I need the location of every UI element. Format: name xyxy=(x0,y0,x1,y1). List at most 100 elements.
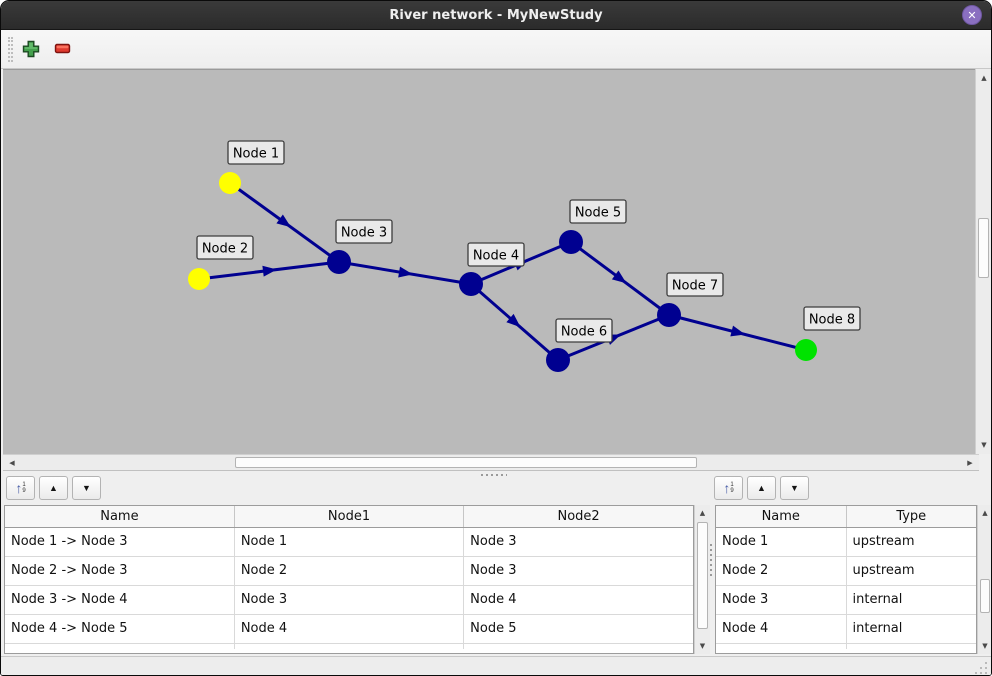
table-cell[interactable]: Node 3 xyxy=(463,527,693,557)
table-cell[interactable]: Node 4 xyxy=(463,585,693,615)
node-circle[interactable] xyxy=(657,303,681,327)
panel-splitter-handle[interactable] xyxy=(481,474,507,476)
lower-panel: ↑ 1 9 ▲ ▼ ↑ 1 9 xyxy=(1,471,991,675)
node-circle[interactable] xyxy=(546,348,570,372)
node-circle[interactable] xyxy=(188,268,210,290)
column-header[interactable]: Name xyxy=(716,506,847,528)
table-cell[interactable]: Node 1 -> Node 3 xyxy=(5,527,235,557)
close-button[interactable]: ✕ xyxy=(962,5,982,25)
move-link-up-button[interactable]: ▲ xyxy=(39,476,68,500)
vertical-scroll-thumb[interactable] xyxy=(978,218,989,278)
edge-arrow-icon xyxy=(276,214,291,228)
node-label-box[interactable] xyxy=(569,199,627,224)
node-label-box[interactable] xyxy=(335,219,393,244)
table-cell[interactable]: Node 5 xyxy=(463,614,693,644)
scroll-right-button[interactable]: ▶ xyxy=(963,455,977,470)
canvas-horizontal-scrollbar[interactable]: ◀ ▶ xyxy=(3,454,979,471)
node-circle[interactable] xyxy=(459,272,483,296)
node-label-box[interactable] xyxy=(803,306,861,331)
table-cell[interactable]: Node 2 xyxy=(234,556,465,586)
links-table-toolbar: ↑ 1 9 ▲ ▼ xyxy=(6,476,101,500)
titlebar[interactable]: River network - MyNewStudy ✕ xyxy=(1,1,991,30)
table-cell[interactable]: Node 4 xyxy=(716,614,847,644)
scroll-up-icon: ▲ xyxy=(981,74,987,82)
table-cell[interactable]: Node 4 xyxy=(234,614,465,644)
nodes-table-toolbar: ↑ 1 9 ▲ ▼ xyxy=(714,476,809,500)
canvas-vertical-scrollbar[interactable]: ▲ ▼ xyxy=(975,69,991,454)
add-node-button[interactable] xyxy=(20,37,42,61)
nodes-table-scrollbar[interactable]: ▲ ▼ xyxy=(977,505,991,654)
table-splitter-handle[interactable] xyxy=(710,544,712,576)
vertical-scroll-thumb[interactable] xyxy=(697,522,708,629)
resize-grip[interactable] xyxy=(973,662,987,674)
sort-digits: 1 9 xyxy=(730,482,733,494)
scroll-up-icon: ▲ xyxy=(699,509,706,517)
vertical-scroll-thumb[interactable] xyxy=(980,579,990,613)
remove-node-button[interactable] xyxy=(52,37,74,61)
sort-digit-top: 1 xyxy=(22,482,26,488)
table-cell[interactable]: upstream xyxy=(846,556,976,586)
table-filler-row xyxy=(5,643,693,649)
node-circle[interactable] xyxy=(795,339,817,361)
node-label-box[interactable] xyxy=(227,140,285,165)
sort-digits: 1 9 xyxy=(22,482,25,494)
table-cell[interactable]: Node 3 xyxy=(463,556,693,586)
column-header[interactable]: Node1 xyxy=(234,506,465,528)
node-label-box[interactable] xyxy=(555,318,613,343)
sort-nodes-button[interactable]: ↑ 1 9 xyxy=(714,476,743,500)
move-node-down-button[interactable]: ▼ xyxy=(780,476,809,500)
table-cell[interactable]: Node 2 -> Node 3 xyxy=(5,556,235,586)
scroll-up-button[interactable]: ▲ xyxy=(695,507,710,519)
node-label-box[interactable] xyxy=(666,272,724,297)
table-cell[interactable]: Node 1 xyxy=(234,527,465,557)
toolbar-drag-handle[interactable] xyxy=(8,37,13,62)
scroll-left-icon: ◀ xyxy=(9,458,15,467)
node-label: Node 4 xyxy=(473,249,519,264)
table-cell[interactable]: Node 3 xyxy=(234,585,465,615)
node-label: Node 6 xyxy=(561,325,607,340)
table-cell[interactable]: upstream xyxy=(846,527,976,557)
node-circle[interactable] xyxy=(219,172,241,194)
table-cell[interactable]: Node 3 xyxy=(716,585,847,615)
scroll-down-button[interactable]: ▼ xyxy=(976,438,991,452)
table-cell[interactable]: Node 2 xyxy=(716,556,847,586)
move-node-up-button[interactable]: ▲ xyxy=(747,476,776,500)
scroll-down-button[interactable]: ▼ xyxy=(695,640,710,652)
node-label: Node 1 xyxy=(233,147,279,162)
scroll-left-button[interactable]: ◀ xyxy=(5,455,19,470)
links-table-scrollbar[interactable]: ▲ ▼ xyxy=(694,505,710,654)
sort-links-button[interactable]: ↑ 1 9 xyxy=(6,476,35,500)
column-header[interactable]: Type xyxy=(846,506,976,528)
table-cell[interactable]: Node 1 xyxy=(716,527,847,557)
node-circle[interactable] xyxy=(327,250,351,274)
column-header[interactable]: Name xyxy=(5,506,235,528)
down-triangle-icon: ▼ xyxy=(82,482,91,493)
table-cell[interactable]: Node 4 -> Node 5 xyxy=(5,614,235,644)
table-cell[interactable]: internal xyxy=(846,614,976,644)
table-cell[interactable]: Node 3 -> Node 4 xyxy=(5,585,235,615)
node-label: Node 5 xyxy=(575,206,621,221)
scroll-down-button[interactable]: ▼ xyxy=(978,640,991,652)
table-cell[interactable]: internal xyxy=(846,585,976,615)
node-label-box[interactable] xyxy=(196,235,254,260)
horizontal-scroll-thumb[interactable] xyxy=(235,457,697,468)
scroll-up-button[interactable]: ▲ xyxy=(978,507,991,519)
move-link-down-button[interactable]: ▼ xyxy=(72,476,101,500)
node-label-box[interactable] xyxy=(467,242,525,267)
column-header[interactable]: Node2 xyxy=(463,506,693,528)
node-circle[interactable] xyxy=(559,230,583,254)
scroll-up-button[interactable]: ▲ xyxy=(976,71,991,85)
